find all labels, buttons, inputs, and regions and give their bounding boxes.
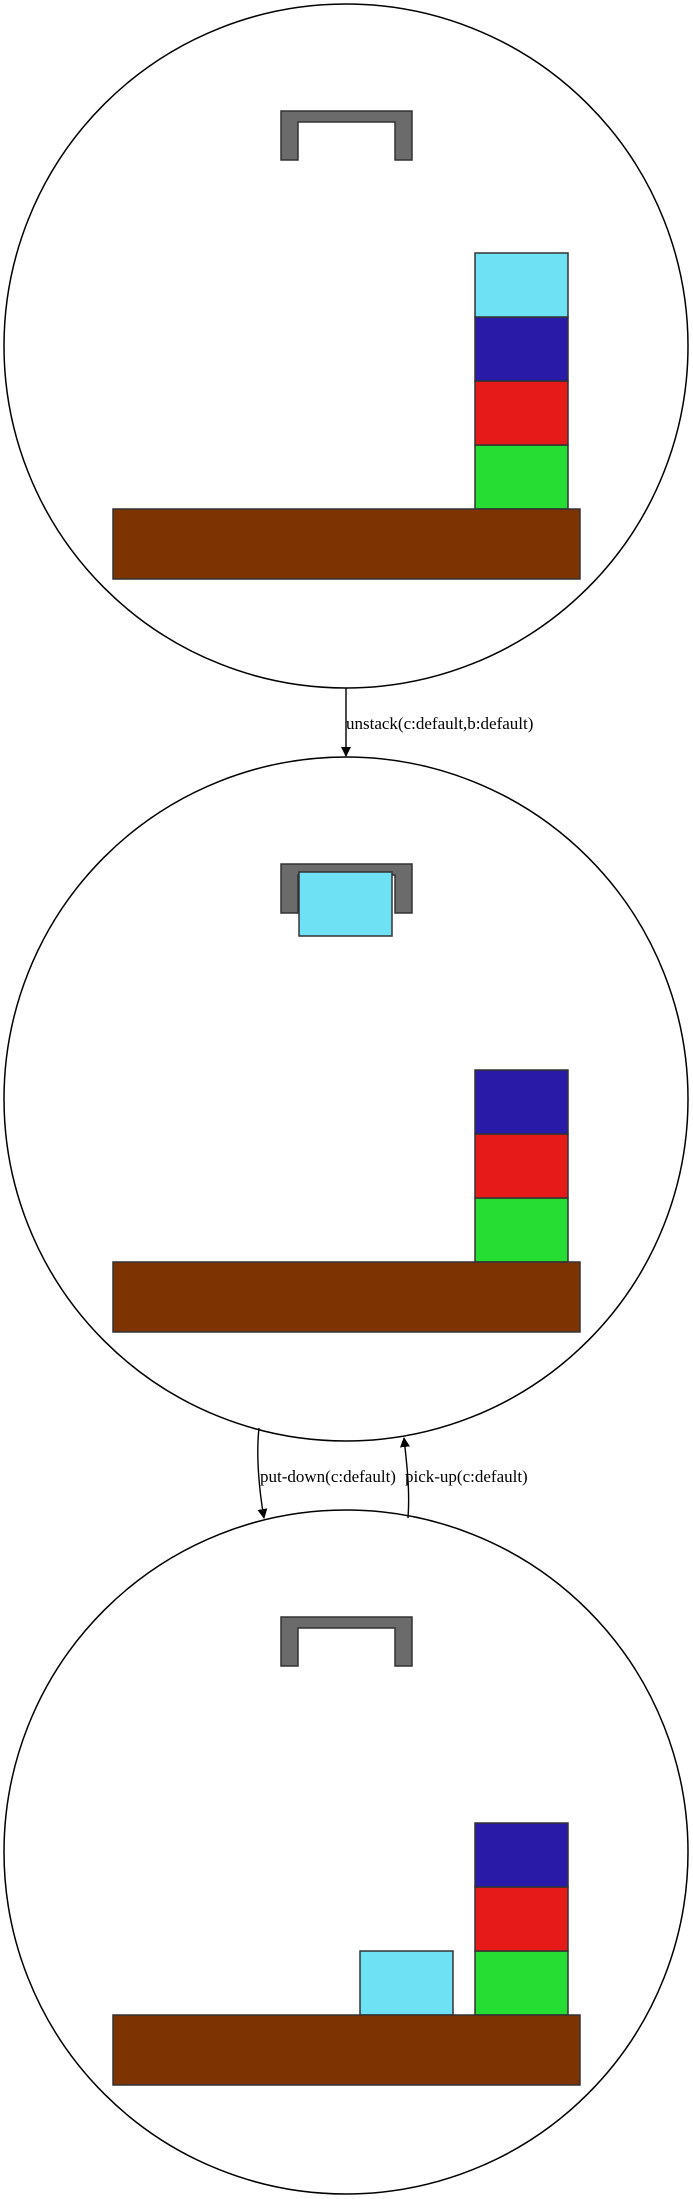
gripper xyxy=(280,1616,413,1667)
block-blue xyxy=(474,1069,569,1135)
edge-pick-up: pick-up(c:default) xyxy=(399,1437,528,1519)
block-green xyxy=(474,444,569,510)
state-circle xyxy=(3,3,689,689)
table xyxy=(112,508,581,580)
gripper xyxy=(280,110,413,161)
table-block-cyan xyxy=(359,1950,454,2016)
state-3-node xyxy=(3,1509,689,2195)
block-red xyxy=(474,1133,569,1199)
block-green xyxy=(474,1950,569,2016)
edge-unstack: unstack(c:default,b:default) xyxy=(341,688,533,757)
state-1-node xyxy=(3,3,689,689)
edge-put-down-label: put-down(c:default) xyxy=(260,1467,396,1486)
block-cyan xyxy=(474,252,569,318)
state-circle xyxy=(3,1509,689,2195)
held-block-cyan xyxy=(298,871,393,937)
block-red xyxy=(474,380,569,446)
block-green xyxy=(474,1197,569,1263)
state-2-node xyxy=(3,756,689,1442)
table xyxy=(112,2014,581,2086)
block-blue xyxy=(474,316,569,382)
block-red xyxy=(474,1886,569,1952)
edge-put-down-line xyxy=(257,1427,268,1519)
state-circle xyxy=(3,756,689,1442)
edge-pick-up-line xyxy=(399,1437,410,1519)
edge-pick-up-label: pick-up(c:default) xyxy=(405,1467,528,1486)
table xyxy=(112,1261,581,1333)
edge-put-down: put-down(c:default) xyxy=(257,1427,396,1519)
edge-unstack-label: unstack(c:default,b:default) xyxy=(346,714,533,733)
block-blue xyxy=(474,1822,569,1888)
